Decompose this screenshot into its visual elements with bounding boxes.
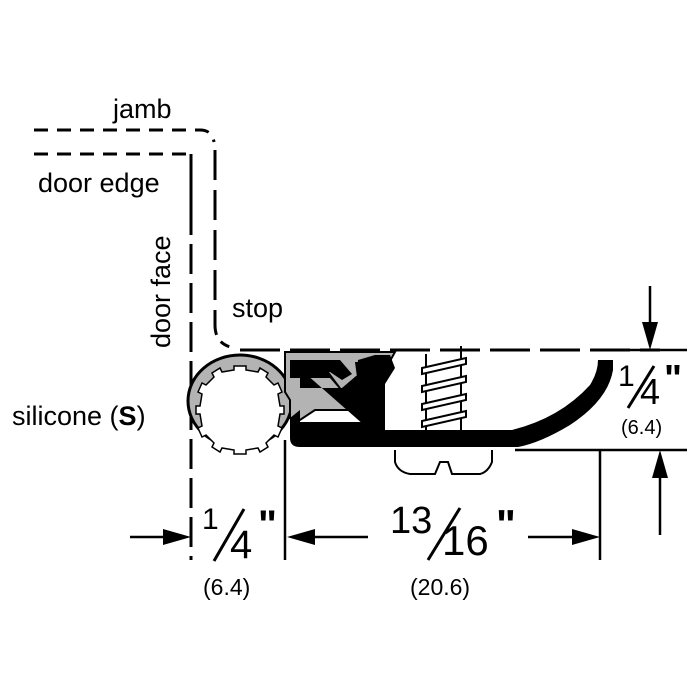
silicone-close: ) bbox=[136, 401, 146, 431]
dimension-right bbox=[515, 286, 687, 535]
jamb-line bbox=[34, 128, 236, 350]
dim-height-num: 1 bbox=[618, 360, 635, 393]
dim-left-num: 1 bbox=[202, 503, 219, 536]
dim-main-den: 16 bbox=[442, 517, 489, 564]
dim-main-unit: " bbox=[496, 501, 516, 548]
aluminum-carrier-upper bbox=[290, 360, 378, 434]
door-face-label: door face bbox=[146, 235, 176, 348]
dim-height-mm: (6.4) bbox=[621, 417, 663, 439]
jamb-label: jamb bbox=[113, 94, 172, 124]
dimension-bottom bbox=[130, 440, 602, 560]
silicone-text: silicone ( bbox=[12, 401, 119, 431]
fraction-slash bbox=[426, 507, 462, 561]
fraction-slash bbox=[212, 508, 246, 562]
silicone-bulb bbox=[186, 353, 294, 455]
stop-label: stop bbox=[232, 293, 284, 323]
dim-main-num: 13 bbox=[390, 500, 433, 542]
dim-left-den: 4 bbox=[230, 523, 253, 567]
dim-height-den: 4 bbox=[640, 371, 661, 412]
dim-left-unit: " bbox=[258, 503, 277, 547]
silicone-code: S bbox=[118, 401, 137, 431]
dim-left-mm: (6.4) bbox=[203, 574, 251, 600]
fraction-slash bbox=[626, 365, 656, 409]
door-edge-line bbox=[34, 152, 193, 205]
dim-height-unit: " bbox=[664, 358, 683, 400]
screw bbox=[394, 346, 493, 475]
door-edge-label: door edge bbox=[38, 168, 160, 198]
silicone-label: silicone (S) bbox=[12, 403, 146, 430]
dim-main-mm: (20.6) bbox=[410, 574, 471, 600]
